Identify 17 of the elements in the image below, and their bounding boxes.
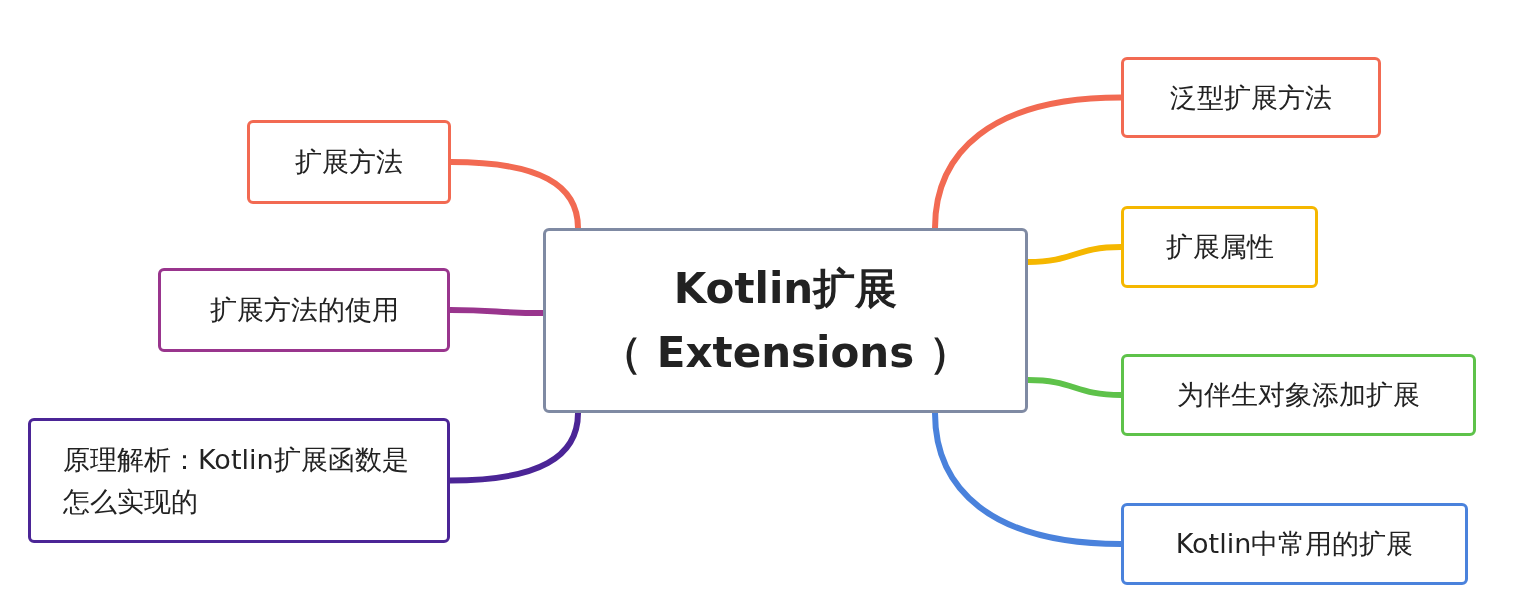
topic-label: 扩展属性 (1165, 230, 1274, 264)
topic-box (1121, 206, 1318, 288)
central-subtitle: （ Extensions ） (600, 326, 971, 379)
topic-box (28, 418, 450, 543)
topic-label: 扩展方法 (295, 145, 403, 179)
topic-box (247, 120, 451, 204)
topic-label: 扩展方法的使用 (209, 293, 399, 327)
topic-box (158, 268, 450, 352)
topic-label: 为伴生对象添加扩展 (1177, 378, 1420, 412)
topic-box (1121, 354, 1476, 436)
topic-label: 泛型扩展方法 (1170, 80, 1332, 115)
topic-box (1121, 57, 1381, 138)
topic-label: Kotlin中常用的扩展 (1175, 527, 1414, 561)
central-title: Kotlin扩展 (673, 262, 898, 315)
topic-box (1121, 503, 1468, 585)
topic-label: 原理解析：Kotlin扩展函数是怎么实现的 (63, 442, 410, 519)
central-topic-box (543, 228, 1028, 413)
